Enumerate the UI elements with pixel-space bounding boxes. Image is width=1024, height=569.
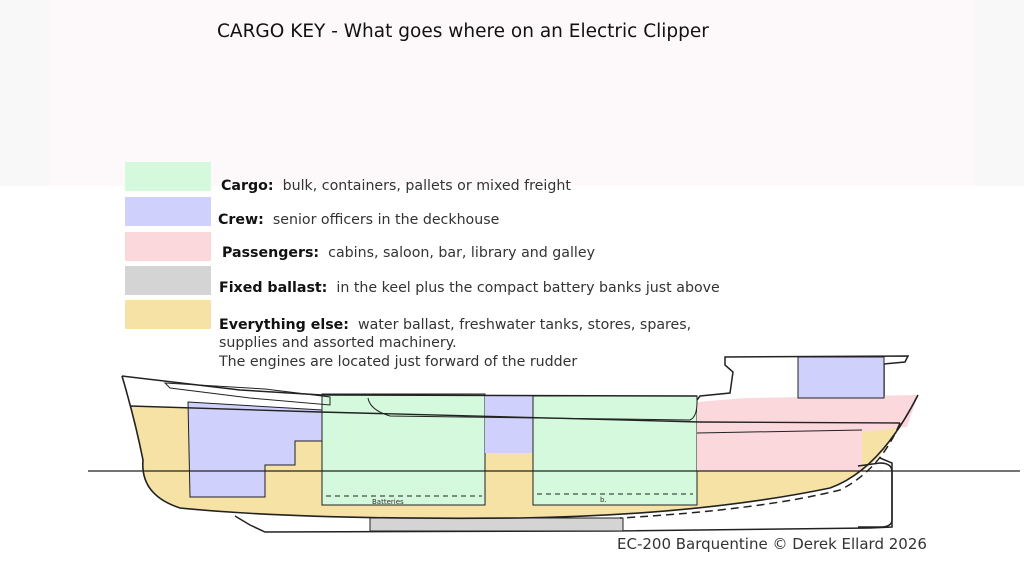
legend-description: cabins, saloon, bar, library and galley bbox=[328, 245, 596, 261]
keel-fixed-ballast bbox=[369, 517, 624, 532]
legend-cargo: Cargo: bulk, containers, pallets or mixe… bbox=[221, 177, 571, 195]
credit-text: EC-200 Barquentine © Derek Ellard 2026 bbox=[617, 535, 927, 553]
everything-else-swatch bbox=[125, 300, 211, 329]
deck-line bbox=[367, 397, 698, 421]
crew-mid-area bbox=[485, 396, 533, 453]
legend-label: Everything else: bbox=[219, 317, 349, 333]
legend-description: bulk, containers, pallets or mixed freig… bbox=[282, 178, 571, 194]
legend-label: Fixed ballast: bbox=[219, 280, 328, 296]
legend-passengers: Passengers: cabins, saloon, bar, library… bbox=[222, 244, 595, 262]
legend-ballast: Fixed ballast: in the keel plus the comp… bbox=[219, 279, 720, 297]
legend-label: Cargo: bbox=[221, 178, 274, 194]
legend-label: Passengers: bbox=[222, 245, 320, 261]
hull-outline bbox=[121, 375, 919, 520]
legend-description: in the keel plus the compact battery ban… bbox=[336, 280, 720, 296]
legend-everything-else: Everything else: water ballast, freshwat… bbox=[219, 316, 691, 334]
deckhouse-crew-area bbox=[797, 356, 885, 399]
battery-label-aft: b. bbox=[600, 496, 607, 504]
rudder-outline bbox=[857, 462, 893, 528]
legend-description: water ballast, freshwater tanks, stores,… bbox=[358, 317, 692, 333]
foredeck-line bbox=[163, 382, 331, 406]
passengers-area bbox=[697, 395, 918, 471]
cargo-hold-forward bbox=[321, 393, 486, 506]
passengers-swatch bbox=[125, 232, 211, 261]
legend-description: senior officers in the deckhouse bbox=[272, 212, 500, 228]
legend-label: Crew: bbox=[218, 212, 264, 228]
sheer-line bbox=[129, 405, 901, 424]
battery-label-forward: Batteries bbox=[372, 498, 404, 506]
deckhouse-outline bbox=[696, 355, 910, 401]
cargo-hold-aft bbox=[532, 395, 698, 506]
legend-everything-else-line2: supplies and assorted machinery. bbox=[219, 335, 457, 351]
propeller-dashed-line bbox=[619, 422, 901, 519]
page-title: CARGO KEY - What goes where on an Electr… bbox=[217, 21, 709, 42]
bulwark-line bbox=[121, 375, 698, 397]
crew-swatch bbox=[125, 197, 211, 226]
legend-crew: Crew: senior officers in the deckhouse bbox=[218, 211, 499, 229]
legend-everything-else-line3: The engines are located just forward of … bbox=[219, 354, 578, 370]
ballast-swatch bbox=[125, 266, 211, 295]
passenger-deck-line bbox=[696, 429, 863, 434]
cargo-swatch bbox=[125, 162, 211, 191]
top-background bbox=[50, 0, 975, 190]
